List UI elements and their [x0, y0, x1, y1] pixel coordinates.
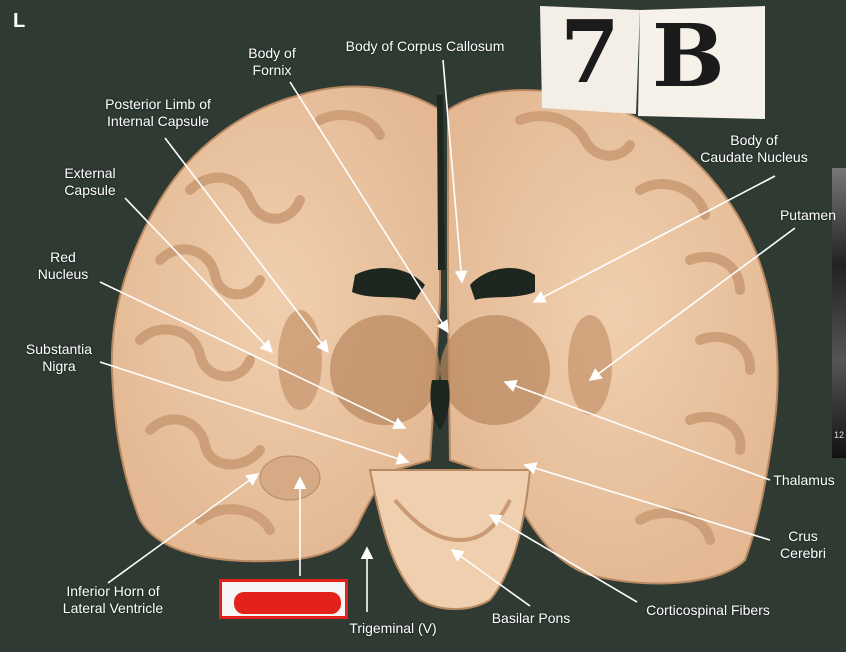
inferior-horn-region	[259, 455, 321, 501]
third-ventricle	[430, 380, 450, 430]
answer-box[interactable]	[219, 579, 348, 619]
right-putamen	[568, 315, 612, 415]
label-inferior-horn: Inferior Horn of Lateral Ventricle	[62, 583, 164, 616]
label-thalamus: Thalamus	[773, 472, 835, 488]
label-crus-cerebri: Crus Cerebri	[780, 528, 826, 561]
label-basilar-pons: Basilar Pons	[491, 610, 571, 626]
longitudinal-fissure	[437, 95, 445, 270]
left-hemisphere	[110, 85, 441, 563]
plate-letter: B	[652, 6, 725, 107]
label-body-of-caudate-nucleus: Body of Caudate Nucleus	[700, 132, 808, 165]
redacted-answer	[234, 592, 341, 614]
label-putamen: Putamen	[779, 207, 836, 223]
label-substantia-nigra: Substantia Nigra	[25, 341, 93, 374]
left-putamen	[278, 310, 322, 410]
label-body-of-fornix: Body of Fornix	[248, 45, 296, 78]
label-body-of-corpus-callosum: Body of Corpus Callosum	[345, 38, 505, 54]
label-corticospinal-fibers: Corticospinal Fibers	[646, 602, 770, 618]
left-thalamus-region	[330, 315, 440, 425]
cortex-gyri	[135, 110, 756, 545]
side-marker: L	[13, 10, 26, 32]
label-trigeminal: Trigeminal (V)	[349, 620, 437, 636]
label-external-capsule: External Capsule	[64, 165, 116, 198]
label-posterior-limb-internal-capsule: Posterior Limb of Internal Capsule	[105, 96, 211, 129]
plate-number: 7	[560, 2, 620, 103]
adjacent-photo-edge: 12	[832, 168, 846, 458]
annotation-lines	[99, 59, 796, 612]
edge-text: 12	[834, 430, 845, 440]
plate-card	[540, 6, 765, 119]
right-thalamus-region	[440, 315, 550, 425]
label-red-nucleus: Red Nucleus	[37, 249, 89, 282]
left-lateral-ventricle	[352, 267, 425, 300]
specimen-number-plate: 7 B	[540, 2, 765, 119]
right-lateral-ventricle	[470, 267, 535, 300]
